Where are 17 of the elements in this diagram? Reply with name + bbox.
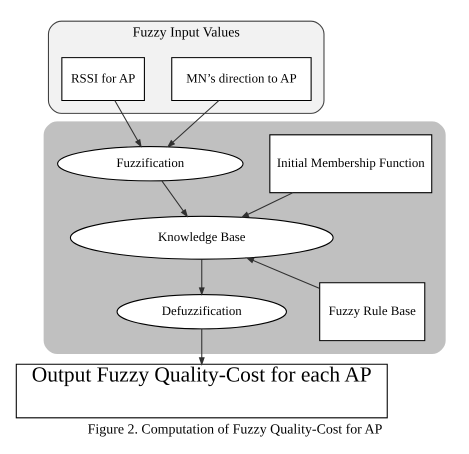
arrow bbox=[166, 100, 219, 148]
arrow bbox=[114, 100, 142, 148]
node-ellipse: Defuzzification bbox=[116, 294, 286, 330]
arrow bbox=[198, 259, 204, 296]
caption: Figure 2. Computation of Fuzzy Quality-Cost for AP bbox=[87, 422, 382, 438]
arrow bbox=[198, 329, 204, 366]
node-box: Initial Membership Function bbox=[268, 134, 432, 194]
arrow bbox=[161, 180, 188, 218]
node-box: Fuzzy Rule Base bbox=[318, 282, 425, 342]
arrow bbox=[240, 192, 292, 218]
cluster bbox=[43, 121, 446, 354]
node-ellipse: Fuzzification bbox=[56, 146, 244, 182]
node-box: RSSI for AP bbox=[60, 57, 144, 102]
node-box: MN’s direction to AP bbox=[170, 57, 312, 102]
node-box: Output Fuzzy Quality-Cost for each AP bbox=[15, 364, 388, 418]
node-ellipse: Knowledge Base bbox=[69, 216, 334, 260]
arrow bbox=[245, 257, 320, 289]
